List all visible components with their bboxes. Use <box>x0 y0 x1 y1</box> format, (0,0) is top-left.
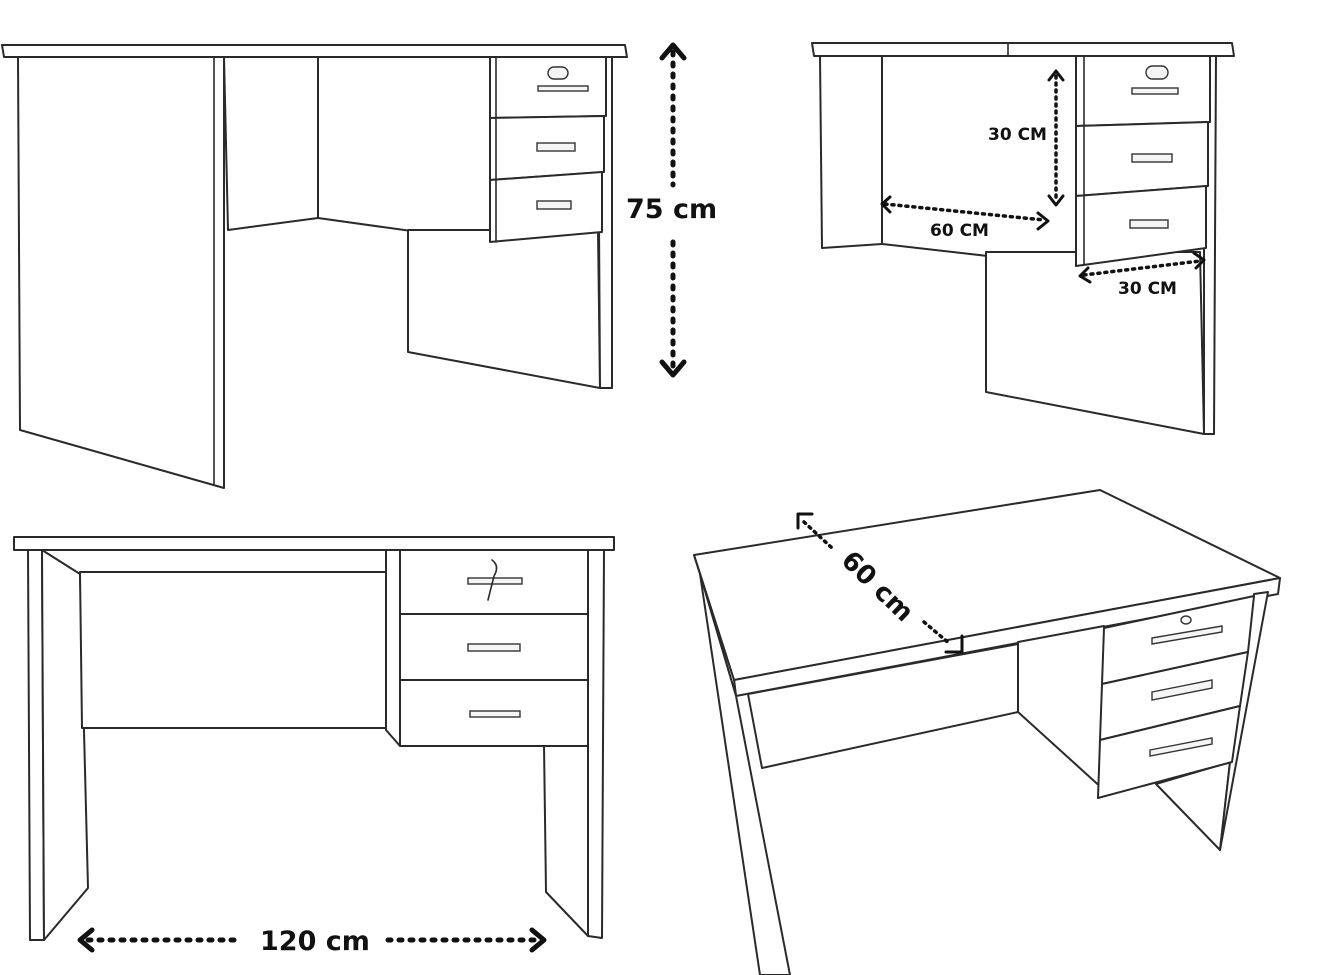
drawer-handle <box>1129 219 1169 229</box>
lock-icon <box>547 66 569 80</box>
left-panel <box>699 573 791 975</box>
desk-top <box>13 536 615 551</box>
inner-width-dimension: 60 CM <box>880 195 1050 241</box>
drawer-unit <box>1097 595 1255 799</box>
drawer-width-dimension: 30 CM <box>1078 251 1206 299</box>
desk-top <box>1 44 628 58</box>
left-panel <box>819 55 883 249</box>
desk-top <box>811 42 1235 57</box>
desk-view-front-perspective <box>1 44 628 489</box>
right-panel <box>407 229 601 389</box>
drawer-handle <box>1151 679 1213 701</box>
drawer-handle <box>467 577 523 585</box>
drawer-3 <box>399 679 589 747</box>
drawer-handle <box>1131 153 1173 163</box>
inner-panel <box>1017 625 1105 791</box>
modesty-panel <box>223 56 319 231</box>
drawer-height-label: 30 CM <box>988 125 1047 145</box>
left-panel <box>41 549 89 941</box>
drawer-handle <box>536 142 576 152</box>
drawer-width-label: 30 CM <box>1118 279 1177 299</box>
left-panel <box>17 56 225 489</box>
drawer-unit <box>1075 55 1211 267</box>
width-label: 120 cm <box>260 926 370 957</box>
right-panel <box>543 744 589 937</box>
drawer-height-dimension: 30 CM <box>988 69 1065 207</box>
inner-back <box>317 56 491 243</box>
drawer-handle <box>469 710 521 718</box>
height-dimension: 75 cm <box>626 42 717 378</box>
desk-view-front <box>13 536 615 941</box>
desk-view-isometric <box>693 489 1281 975</box>
height-label: 75 cm <box>626 194 717 225</box>
drawer-handle <box>536 200 572 210</box>
drawer-handle <box>537 85 589 92</box>
lock-icon <box>1145 65 1169 80</box>
drawer-handle <box>1149 737 1213 757</box>
drawer-handle <box>467 643 521 652</box>
width-dimension: 120 cm <box>77 926 547 957</box>
drawer-handle <box>1151 625 1223 645</box>
desk-view-back <box>811 42 1235 435</box>
modesty-panel <box>79 571 387 729</box>
lock-icon <box>1180 615 1192 625</box>
drawer-unit <box>489 56 607 243</box>
key-icon <box>487 559 498 601</box>
drawer-handle <box>1131 87 1179 95</box>
inner-width-label: 60 CM <box>930 221 989 241</box>
drawer-unit <box>385 549 589 747</box>
